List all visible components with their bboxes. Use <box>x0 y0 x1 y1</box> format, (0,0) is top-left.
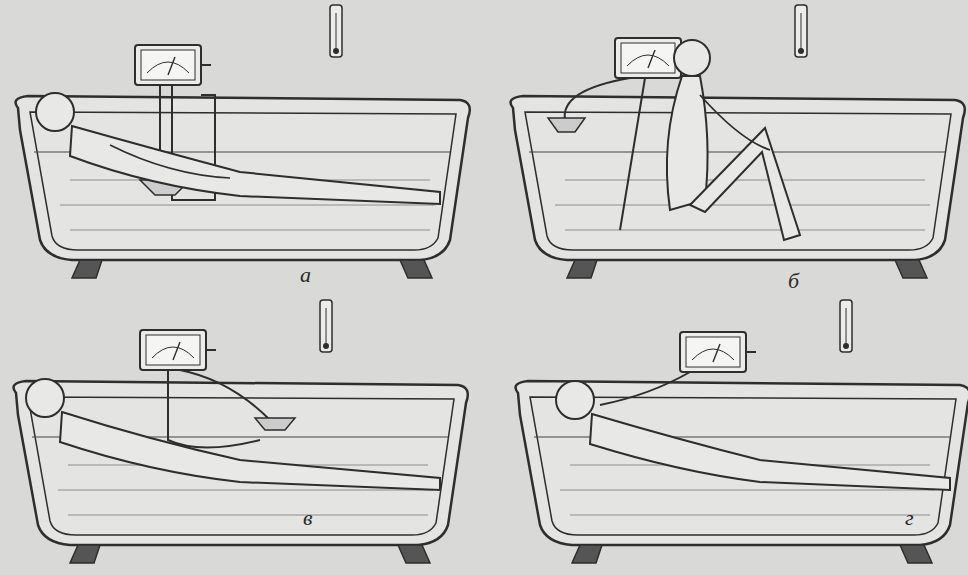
panel-letter: г <box>905 505 914 531</box>
panel-letter: б <box>788 268 799 294</box>
panel-letter: а <box>300 262 311 288</box>
panel-letter: в <box>303 505 313 531</box>
